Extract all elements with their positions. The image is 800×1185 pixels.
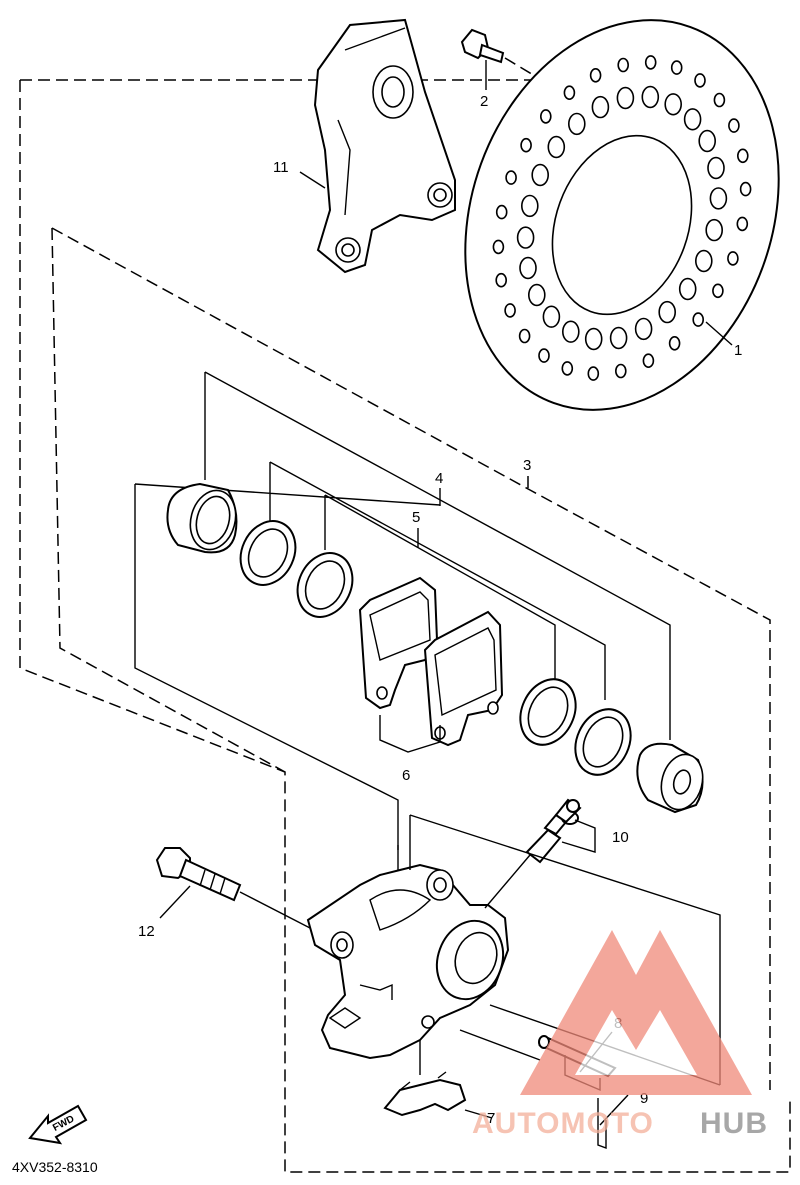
disc-vent-hole — [668, 335, 681, 351]
disc-vent-hole — [617, 57, 630, 73]
callout-1: 1 — [734, 342, 742, 359]
caliper-mounting-bolt — [155, 847, 311, 929]
disc-vent-hole — [589, 68, 602, 83]
disc-vent-hole — [728, 118, 740, 133]
callout-12: 12 — [138, 923, 155, 940]
disc-vent-hole — [642, 353, 655, 369]
assembly-3-leader — [204, 371, 671, 740]
inner-dashed-frame — [51, 227, 771, 1090]
disc-vent-hole — [584, 327, 603, 351]
pad-leader — [379, 715, 441, 753]
piston-left — [166, 482, 238, 554]
disc-vent-hole — [520, 194, 539, 218]
watermark-text-automoto: AUTOMOTO — [472, 1107, 654, 1140]
disc-vent-hole — [504, 303, 516, 318]
piston-seal-right — [574, 708, 632, 776]
disc-vent-hole — [495, 204, 508, 220]
disc-vent-hole — [563, 85, 576, 100]
disc-vent-hole — [542, 305, 561, 328]
disc-vent-hole — [519, 256, 537, 280]
disc-vent-hole — [614, 363, 627, 379]
disc-vent-hole — [505, 170, 517, 185]
disc-vent-hole — [518, 328, 531, 344]
disc-vent-hole — [567, 112, 586, 136]
brake-pad-left — [358, 576, 439, 710]
disc-vent-hole — [492, 239, 505, 255]
piston-right — [636, 742, 704, 814]
disc-vent-hole — [664, 93, 683, 116]
caliper-body — [306, 815, 541, 1075]
disc-vent-hole — [692, 312, 705, 327]
callout-7: 7 — [487, 1110, 495, 1127]
disc-vent-hole — [713, 92, 726, 108]
dust-seal-right — [519, 678, 577, 746]
disc-vent-hole — [694, 249, 713, 273]
pin-clip — [597, 1094, 629, 1150]
outer-dashed-frame — [19, 79, 791, 1173]
disc-vent-hole — [616, 86, 635, 110]
callout-labels: 1 2 3 4 5 6 7 8 9 10 11 12 — [138, 60, 742, 1127]
disc-vent-hole — [520, 137, 532, 153]
automotohub-watermark: AUTOMOTO HUB — [472, 930, 768, 1140]
disc-vent-hole — [531, 163, 550, 187]
disc-vent-hole — [712, 283, 724, 299]
disc-vent-hole — [591, 95, 610, 119]
disc-vent-hole — [634, 317, 653, 341]
disc-vent-hole — [736, 216, 749, 232]
bleed-screw — [525, 798, 596, 864]
callout-5: 5 — [412, 509, 420, 526]
brake-disc — [464, 19, 780, 411]
assembly-4-leader — [134, 461, 606, 850]
disc-vent-hole — [641, 85, 660, 109]
callout-6: 6 — [402, 767, 410, 784]
disc-vent-hole — [587, 366, 600, 381]
disc-vent-hole — [670, 60, 683, 75]
disc-vent-hole — [678, 277, 697, 301]
disc-vent-hole — [495, 272, 508, 288]
disc-vent-hole — [709, 187, 728, 210]
diagram-code: 4XV352-8310 — [12, 1159, 98, 1175]
disc-vent-hole — [658, 300, 677, 324]
disc-vent-hole — [538, 348, 550, 363]
disc-vent-hole — [736, 148, 749, 164]
callout-9: 9 — [640, 1090, 648, 1107]
disc-vent-hole — [561, 361, 574, 376]
callout-4: 4 — [435, 470, 443, 487]
disc-vent-hole — [547, 135, 566, 159]
disc-vent-hole — [727, 251, 739, 266]
assembly-5-leader — [324, 494, 556, 680]
disc-vent-hole — [561, 320, 580, 343]
pad-spring — [383, 1071, 493, 1119]
watermark-logo-icon — [520, 930, 752, 1095]
disc-vent-hole — [527, 283, 546, 307]
disc-vent-hole — [739, 181, 752, 197]
caliper-bracket — [313, 18, 456, 274]
disc-vent-hole — [539, 109, 552, 124]
callout-10: 10 — [612, 829, 629, 846]
watermark-text-hub: HUB — [700, 1107, 768, 1140]
fwd-arrow-icon: FWD — [28, 1104, 88, 1145]
disc-vent-hole — [698, 129, 717, 153]
dust-seal-left — [296, 552, 354, 618]
callout-3: 3 — [523, 457, 531, 474]
disc-vent-hole — [683, 108, 702, 131]
callout-11: 11 — [273, 159, 289, 176]
disc-vent-hole — [609, 326, 628, 350]
disc-vent-hole — [644, 55, 657, 70]
piston-seal-left — [239, 520, 297, 586]
disc-vent-hole — [707, 156, 725, 180]
disc-vent-hole — [516, 226, 535, 249]
disc-vent-hole — [694, 73, 706, 88]
disc-vent-hole — [705, 218, 724, 242]
callout-2: 2 — [480, 93, 488, 110]
brake-pad-right — [423, 610, 504, 747]
